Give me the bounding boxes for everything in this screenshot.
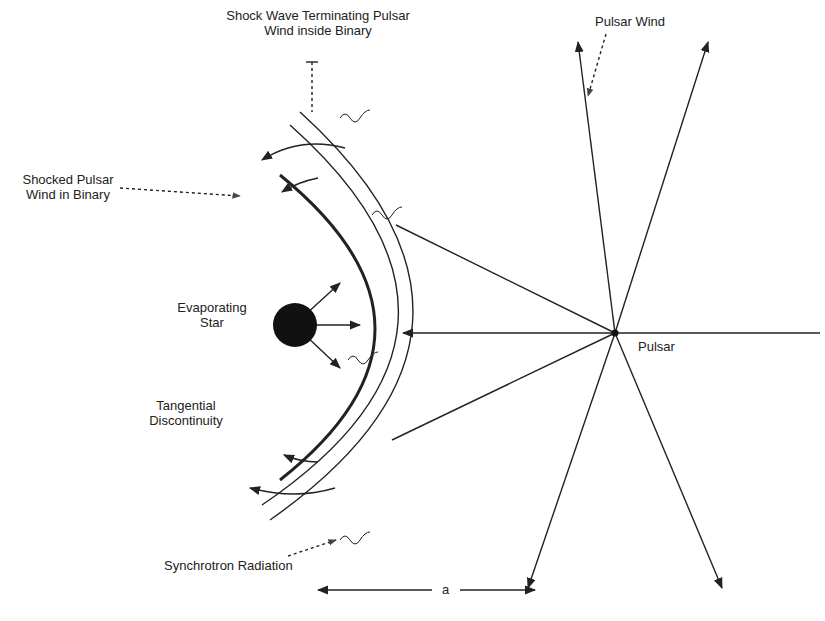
discontinuity-label: Tangential Discontinuity [136,398,236,428]
separation-label: a [442,582,449,597]
shocked-wind-label: Shocked Pulsar Wind in Binary [8,172,128,202]
synchrotron-label: Synchrotron Radiation [164,558,293,573]
pulsar-label: Pulsar [638,339,675,354]
wind-label: Pulsar Wind [595,14,665,29]
shock-label: Shock Wave Terminating Pulsar Wind insid… [218,8,418,38]
star-label: Evaporating Star [167,300,257,330]
